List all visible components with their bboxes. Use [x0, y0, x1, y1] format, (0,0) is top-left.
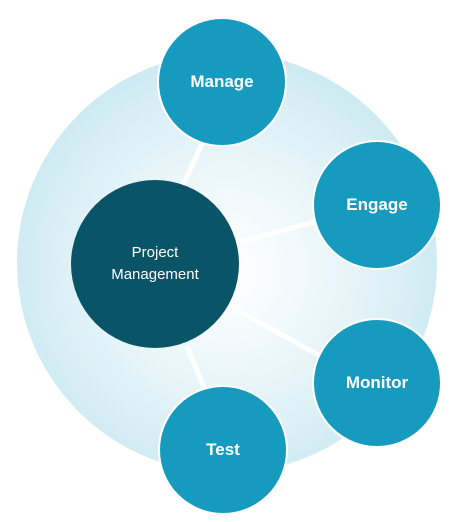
test-label: Test	[206, 440, 240, 459]
engage-node: Engage	[312, 140, 442, 270]
connector-engage	[235, 218, 319, 246]
project-management-label: Project Management	[111, 244, 199, 283]
connector-monitor	[228, 303, 324, 360]
monitor-label: Monitor	[345, 373, 409, 392]
connector-manage	[180, 140, 206, 187]
connector-test	[184, 345, 208, 391]
test-node: Test	[158, 385, 288, 515]
project-management-node: Project Management	[71, 180, 239, 348]
manage-label: Manage	[190, 72, 254, 91]
monitor-node: Monitor	[312, 318, 442, 448]
engage-label: Engage	[346, 195, 408, 214]
manage-node: Manage	[157, 17, 287, 147]
